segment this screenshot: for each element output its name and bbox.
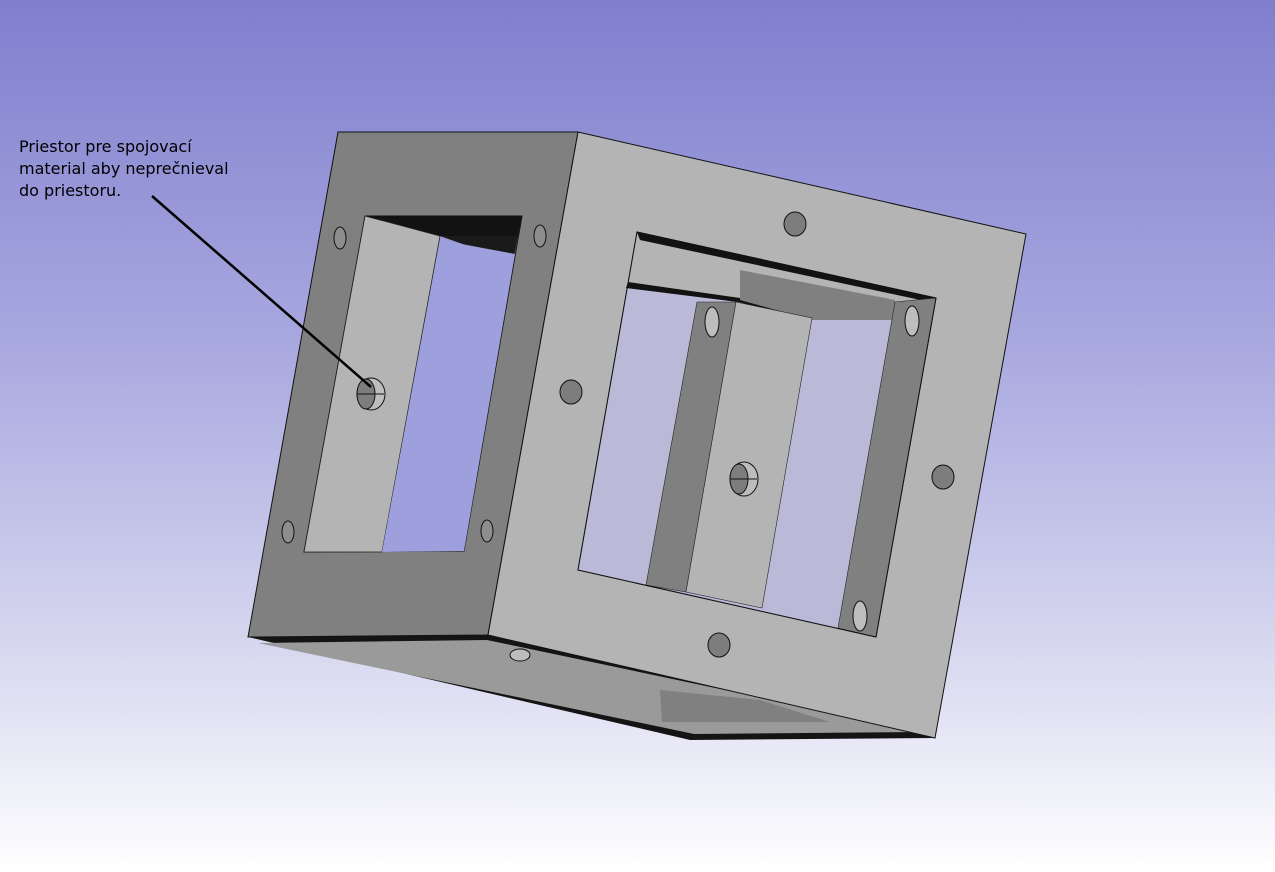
hole-icon [783,211,807,237]
right-inner-top-shadow [637,232,936,302]
connector-hole-icon [729,461,759,497]
annotation-line-1: Priestor pre spojovací [19,137,192,156]
bottom-face-inner [660,690,830,722]
annotation-label: Priestor pre spojovací material aby nepr… [19,136,229,202]
annotation-line-2: material aby neprečnieval [19,159,229,178]
hole-icon [559,379,583,405]
hole-icon [533,224,547,248]
inner-rail-light-center [685,301,813,609]
left-inner-top-shadow [365,216,522,236]
hole-icon [333,226,347,250]
annotation-line-3: do priestoru. [19,181,122,200]
annotation-leader-line [151,195,372,388]
connector-hole-annotated [356,377,386,411]
hole-icon [904,305,920,337]
hole-icon [480,519,494,543]
hole-icon [852,600,868,632]
hole-icon [931,464,955,490]
hole-icon [704,306,720,338]
hole-icon [281,520,295,544]
hole-icon [707,632,731,658]
right-opening-outline [577,231,937,638]
left-inner-window [382,240,515,552]
right-inner-top-shadow-2 [626,282,812,321]
hole-icon [509,648,531,662]
right-inner-top-dark [740,270,895,320]
